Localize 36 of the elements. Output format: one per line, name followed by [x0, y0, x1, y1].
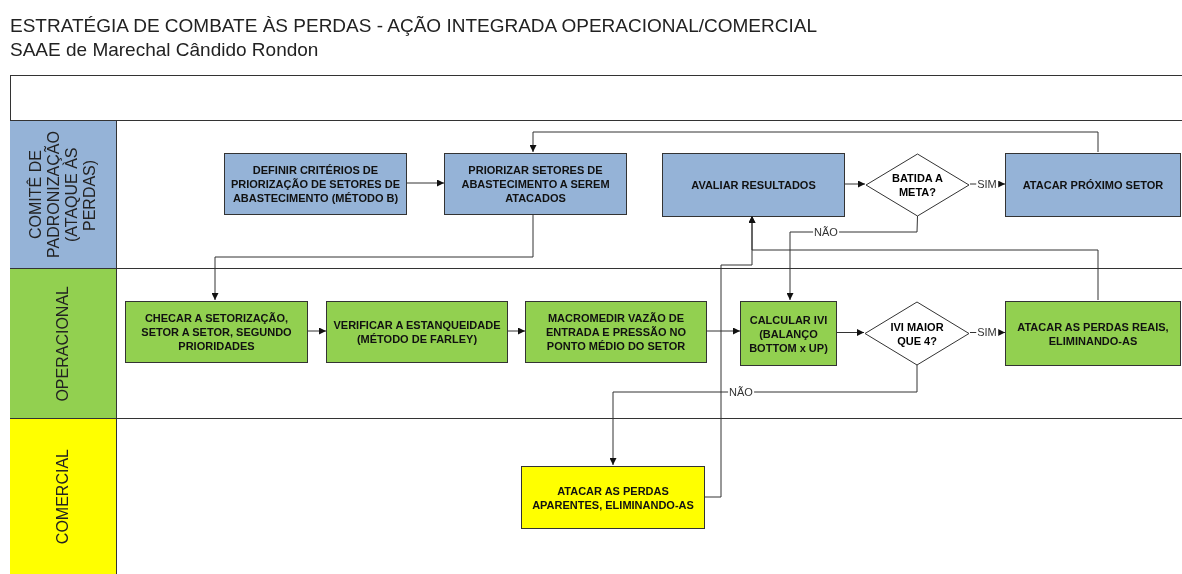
process-box: VERIFICAR A ESTANQUEIDADE (MÉTODO DE FARLEY): [326, 301, 508, 363]
connector-arrow: [844, 180, 866, 188]
connector-arrow: [609, 364, 918, 466]
edge-label: NÃO: [728, 386, 754, 398]
process-box: DEFINIR CRITÉRIOS DE PRIORIZAÇÃO DE SETORES DE ABASTECIMENTO (MÉTODO B): [224, 153, 407, 215]
process-box: CALCULAR IVI (BALANÇO BOTTOM x UP): [740, 301, 837, 366]
process-box: AVALIAR RESULTADOS: [662, 153, 845, 217]
connector-arrow: [836, 329, 865, 336]
process-box: ATACAR PRÓXIMO SETOR: [1005, 153, 1181, 217]
decision-diamond: [865, 153, 970, 217]
swimlane: [10, 418, 1182, 574]
diagram-title: ESTRATÉGIA DE COMBATE ÀS PERDAS - AÇÃO INTEGRADA OPERACIONAL/COMERCIAL: [10, 14, 817, 38]
lane-header: COMITÊ DE PADRONIZAÇÃO (ATAQUE ÀS PERDAS): [10, 121, 117, 268]
connector-arrow: [211, 213, 534, 301]
subtitle: SAAE de Marechal Cândido Rondon: [10, 38, 320, 62]
connector-arrow: [507, 327, 526, 335]
process-box: ATACAR AS PERDAS APARENTES, ELIMINANDO-AS: [521, 466, 705, 529]
decision-diamond: [864, 301, 970, 366]
edge-label: SIM: [976, 326, 998, 338]
swimlane: [10, 120, 1182, 268]
connector-arrow: [704, 215, 756, 498]
edge-label: SIM: [976, 178, 998, 190]
process-box: ATACAR AS PERDAS REAIS, ELIMINANDO-AS: [1005, 301, 1181, 366]
decision-text: IVI MAIOR QUE 4?: [889, 319, 945, 348]
process-box: PRIORIZAR SETORES DE ABASTECIMENTO A SEREM ATACADOS: [444, 153, 627, 215]
process-box: MACROMEDIR VAZÃO DE ENTRADA E PRESSÃO NO PONTO MÉDIO DO SETOR: [525, 301, 707, 363]
lane-header: OPERACIONAL: [10, 269, 117, 418]
swimlane: [10, 268, 1182, 418]
connector-arrow: [706, 327, 741, 335]
connector-arrow: [406, 179, 445, 187]
decision-text: BATIDA A META?: [891, 171, 944, 199]
process-box: CHECAR A SETORIZAÇÃO, SETOR A SETOR, SEGUNDO PRIORIDADES: [125, 301, 308, 363]
connector-arrow: [307, 327, 327, 335]
lane-header: COMERCIAL: [10, 419, 117, 574]
connector-arrow: [529, 131, 1099, 153]
edge-label: NÃO: [813, 226, 839, 238]
